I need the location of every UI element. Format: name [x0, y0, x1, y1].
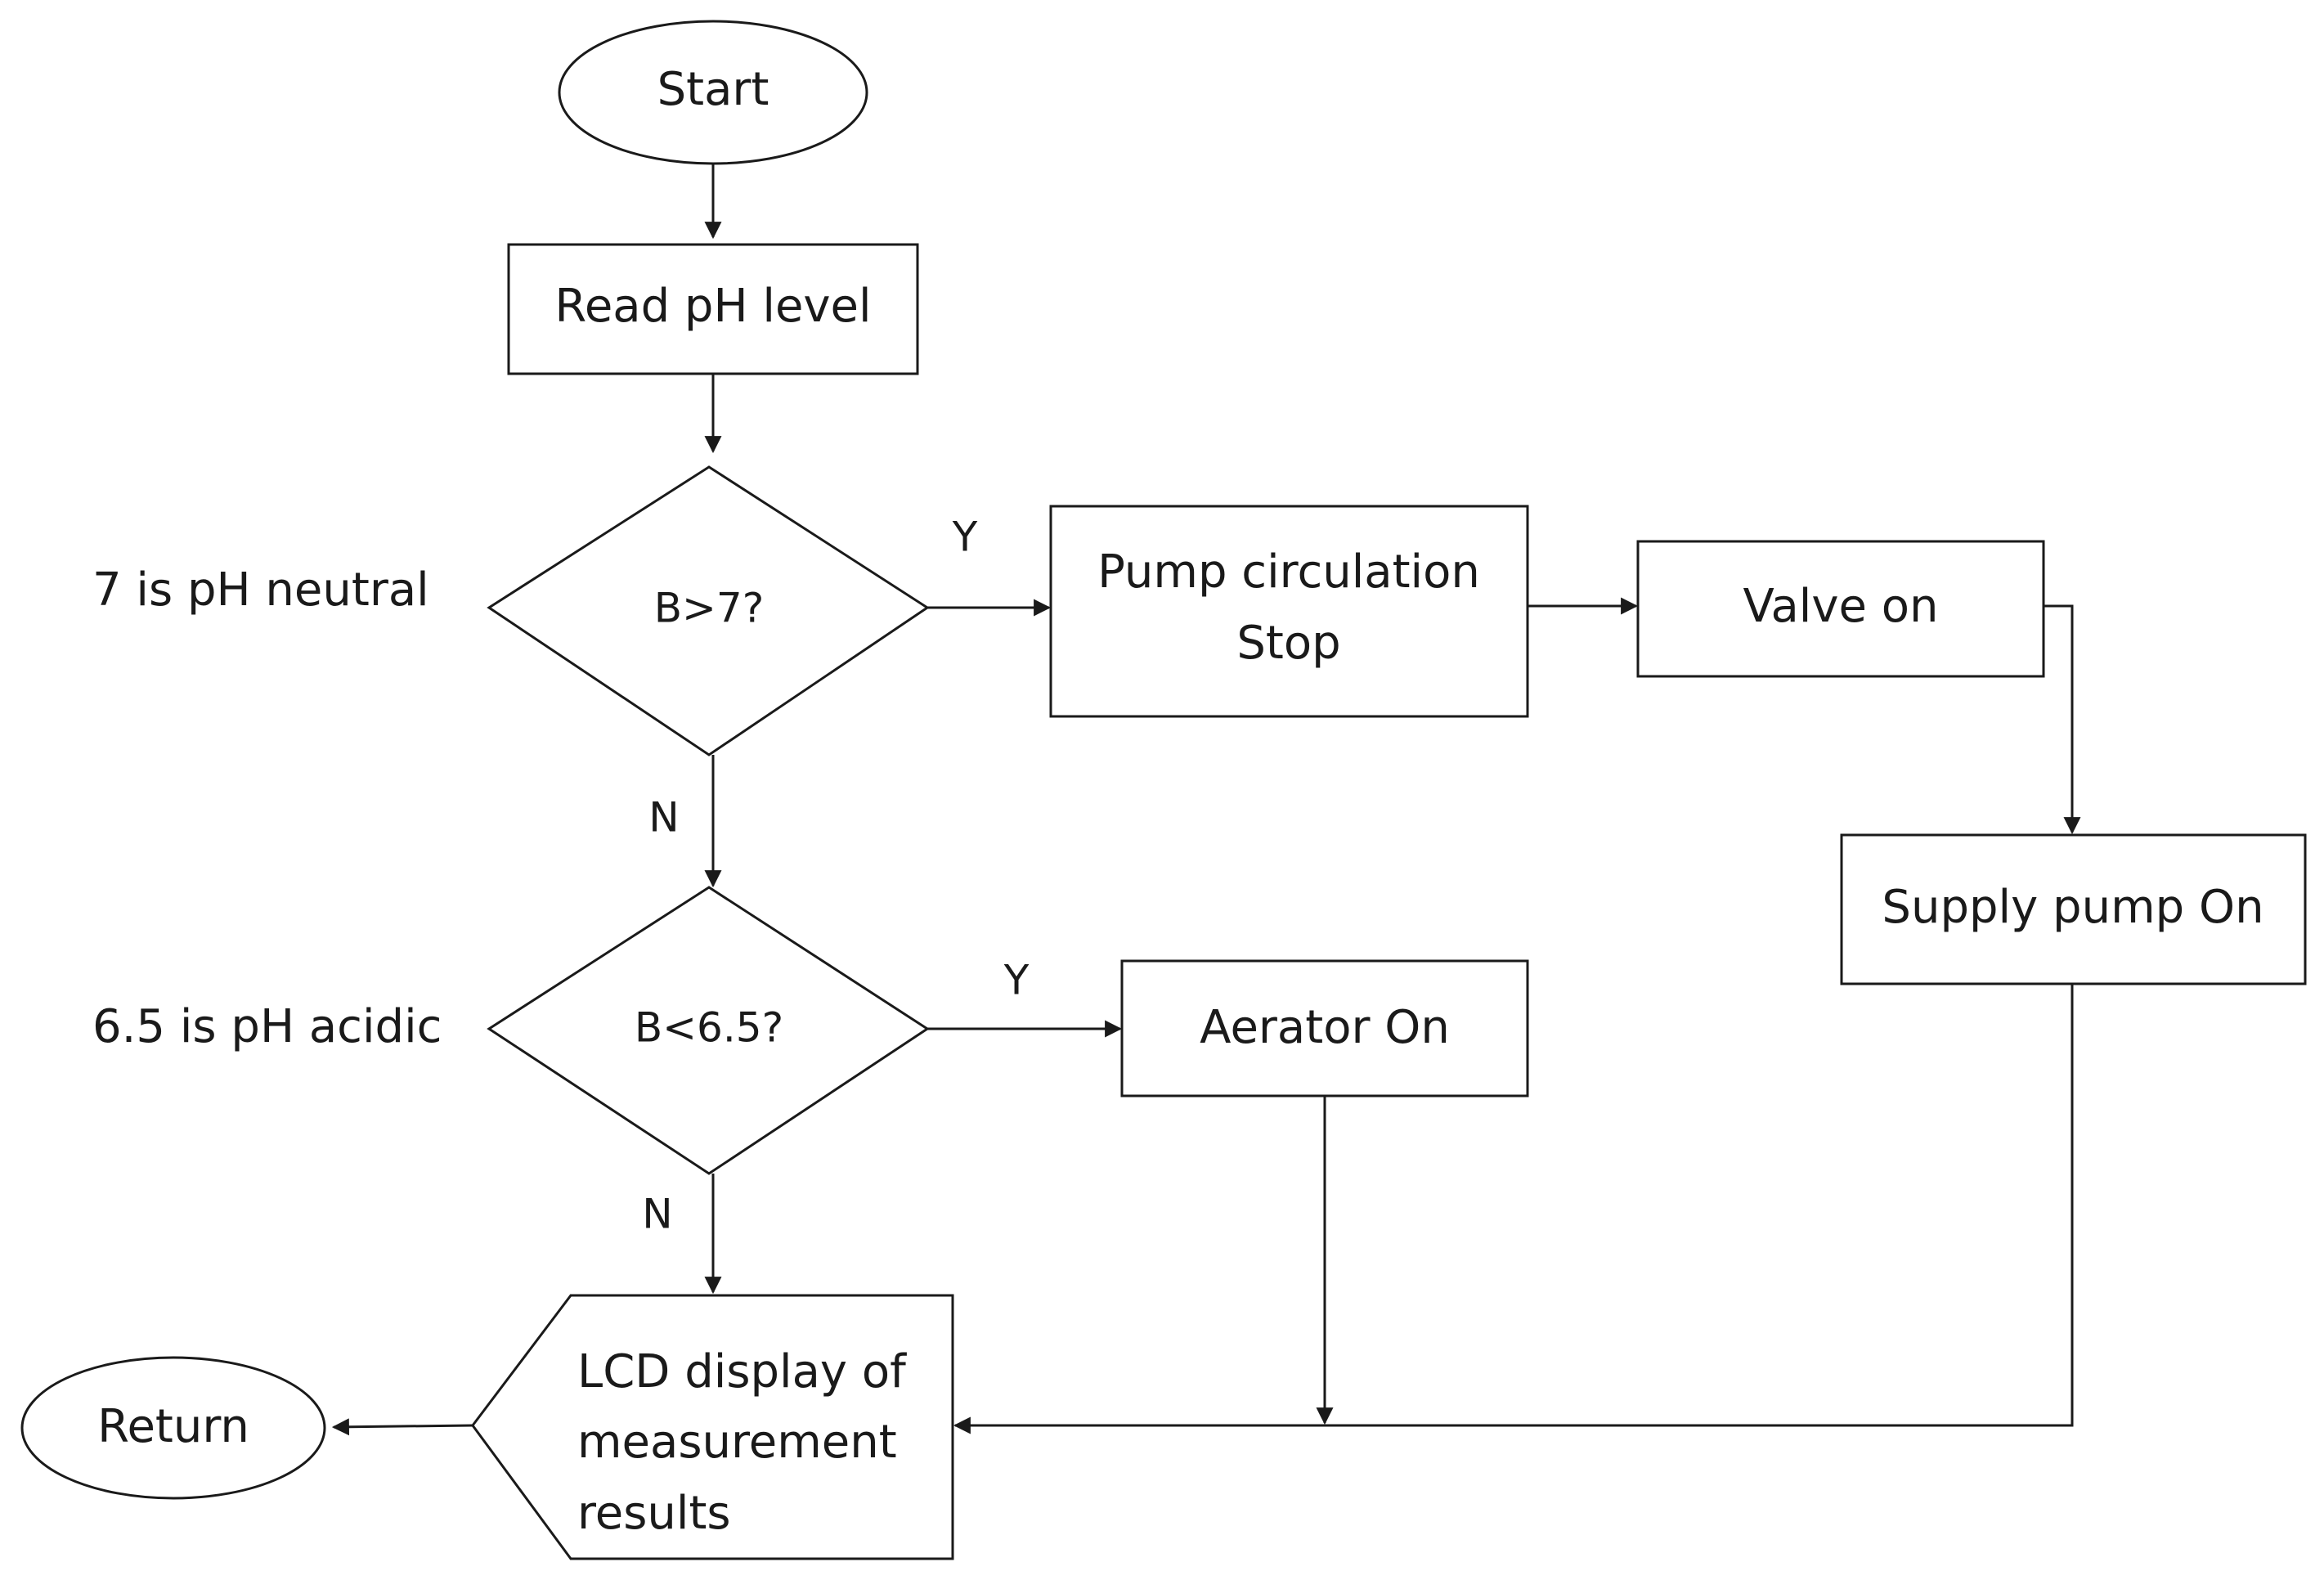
supply-pump-node: Supply pump On [1840, 833, 2307, 985]
pump-stop-process-shape [1049, 505, 1529, 718]
valve-node: Valve on [1636, 540, 2045, 678]
return-node: Return [20, 1356, 326, 1500]
edge-label-d1-no: N [648, 794, 679, 842]
edge-label-d2-yes: Y [1003, 957, 1030, 1004]
lcd-label-line1: LCD display of [577, 1345, 907, 1398]
start-terminal-shape [558, 20, 868, 165]
decision2-label: B<6.5? [635, 1004, 783, 1052]
edge-supply-pump-to-lcd [953, 984, 2074, 1434]
edge-lcd-to-return [331, 1418, 473, 1436]
lcd-label-line2: measurement [577, 1416, 897, 1469]
supply-pump-process-shape [1840, 833, 2307, 985]
read-ph-node: Read pH level [507, 243, 919, 375]
annotation-ph-acidic: 6.5 is pH acidic [92, 1000, 442, 1053]
edge-valve-to-supply-pump [2044, 604, 2081, 835]
decision1-diamond-shape [487, 465, 930, 756]
valve-process-shape [1636, 540, 2045, 678]
aerator-process-shape [1120, 959, 1529, 1097]
lcd-label-line3: results [577, 1487, 731, 1540]
supply-pump-label: Supply pump On [1882, 881, 2263, 934]
return-terminal-shape [20, 1356, 326, 1500]
edge-label-d2-no: N [642, 1191, 672, 1238]
decision1-node: B>7? [487, 465, 930, 756]
lcd-display-node: LCD display of measurement results [471, 1294, 954, 1560]
pump-stop-node: Pump circulation Stop [1049, 505, 1529, 718]
edge-label-d1-yes: Y [952, 514, 978, 561]
decision1-label: B>7? [654, 585, 765, 632]
pump-stop-label-line1: Pump circulation [1097, 545, 1480, 599]
aerator-node: Aerator On [1120, 959, 1529, 1097]
edges [331, 164, 2081, 1436]
start-label: Start [657, 63, 769, 116]
pump-stop-label-line2: Stop [1236, 617, 1340, 670]
decision2-node: B<6.5? [487, 886, 930, 1175]
decision2-diamond-shape [487, 886, 930, 1175]
lcd-display-shape [471, 1294, 954, 1560]
aerator-label: Aerator On [1200, 1001, 1450, 1054]
return-label: Return [97, 1400, 249, 1453]
start-node: Start [558, 20, 868, 165]
valve-label: Valve on [1743, 580, 1939, 633]
annotation-ph-neutral: 7 is pH neutral [92, 563, 429, 617]
read-ph-process-shape [507, 243, 919, 375]
read-ph-label: Read pH level [554, 280, 871, 333]
